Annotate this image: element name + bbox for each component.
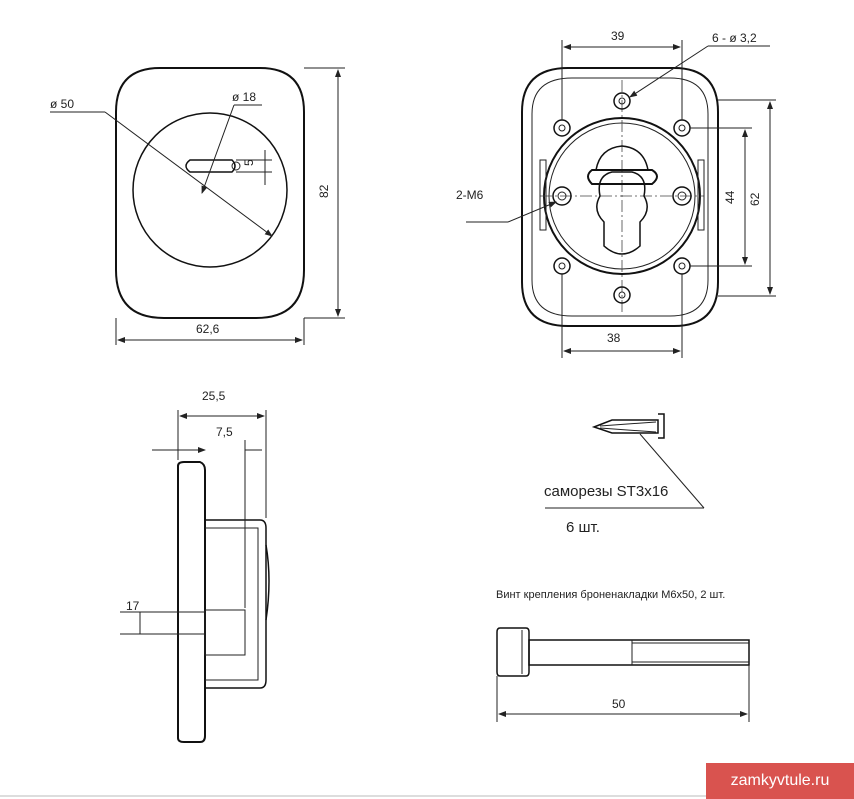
back-holes-label: 6 - ø 3,2 <box>712 31 757 45</box>
back-height-inner-label: 44 <box>723 190 737 204</box>
watermark-badge[interactable]: zamkyvtule.ru <box>706 763 854 799</box>
back-hole-spacing-bottom-label: 38 <box>607 331 621 345</box>
side-view: 25,5 7,5 17 <box>120 389 270 743</box>
front-slot-width-label: 5 <box>242 159 256 166</box>
screw-qty: 6 шт. <box>566 519 600 536</box>
bolt-length-label: 50 <box>612 697 626 711</box>
side-depth-plate-label: 7,5 <box>216 425 233 439</box>
side-offset-label: 17 <box>126 599 140 613</box>
back-height-outer-label: 62 <box>748 192 762 206</box>
screw-drawing: саморезы ST3x16 6 шт. <box>544 413 705 536</box>
back-view: 39 6 - ø 3,2 2-M6 44 62 38 <box>456 29 776 358</box>
bolt-drawing: Винт крепления броненакладки M6x50, 2 шт… <box>496 589 750 722</box>
front-height-label: 82 <box>317 184 331 198</box>
side-depth-total-label: 25,5 <box>202 389 226 403</box>
front-view: ø 50 ø 18 5 82 62,6 <box>50 67 345 345</box>
front-dia-inner-label: ø 18 <box>232 90 256 104</box>
front-dia-outer-label: ø 50 <box>50 97 74 111</box>
back-hole-spacing-top-label: 39 <box>611 29 625 43</box>
back-thread-label: 2-M6 <box>456 188 484 202</box>
screw-label: саморезы ST3x16 <box>544 483 668 500</box>
front-width-label: 62,6 <box>196 322 220 336</box>
bolt-title: Винт крепления броненакладки M6x50, 2 шт… <box>496 589 725 601</box>
